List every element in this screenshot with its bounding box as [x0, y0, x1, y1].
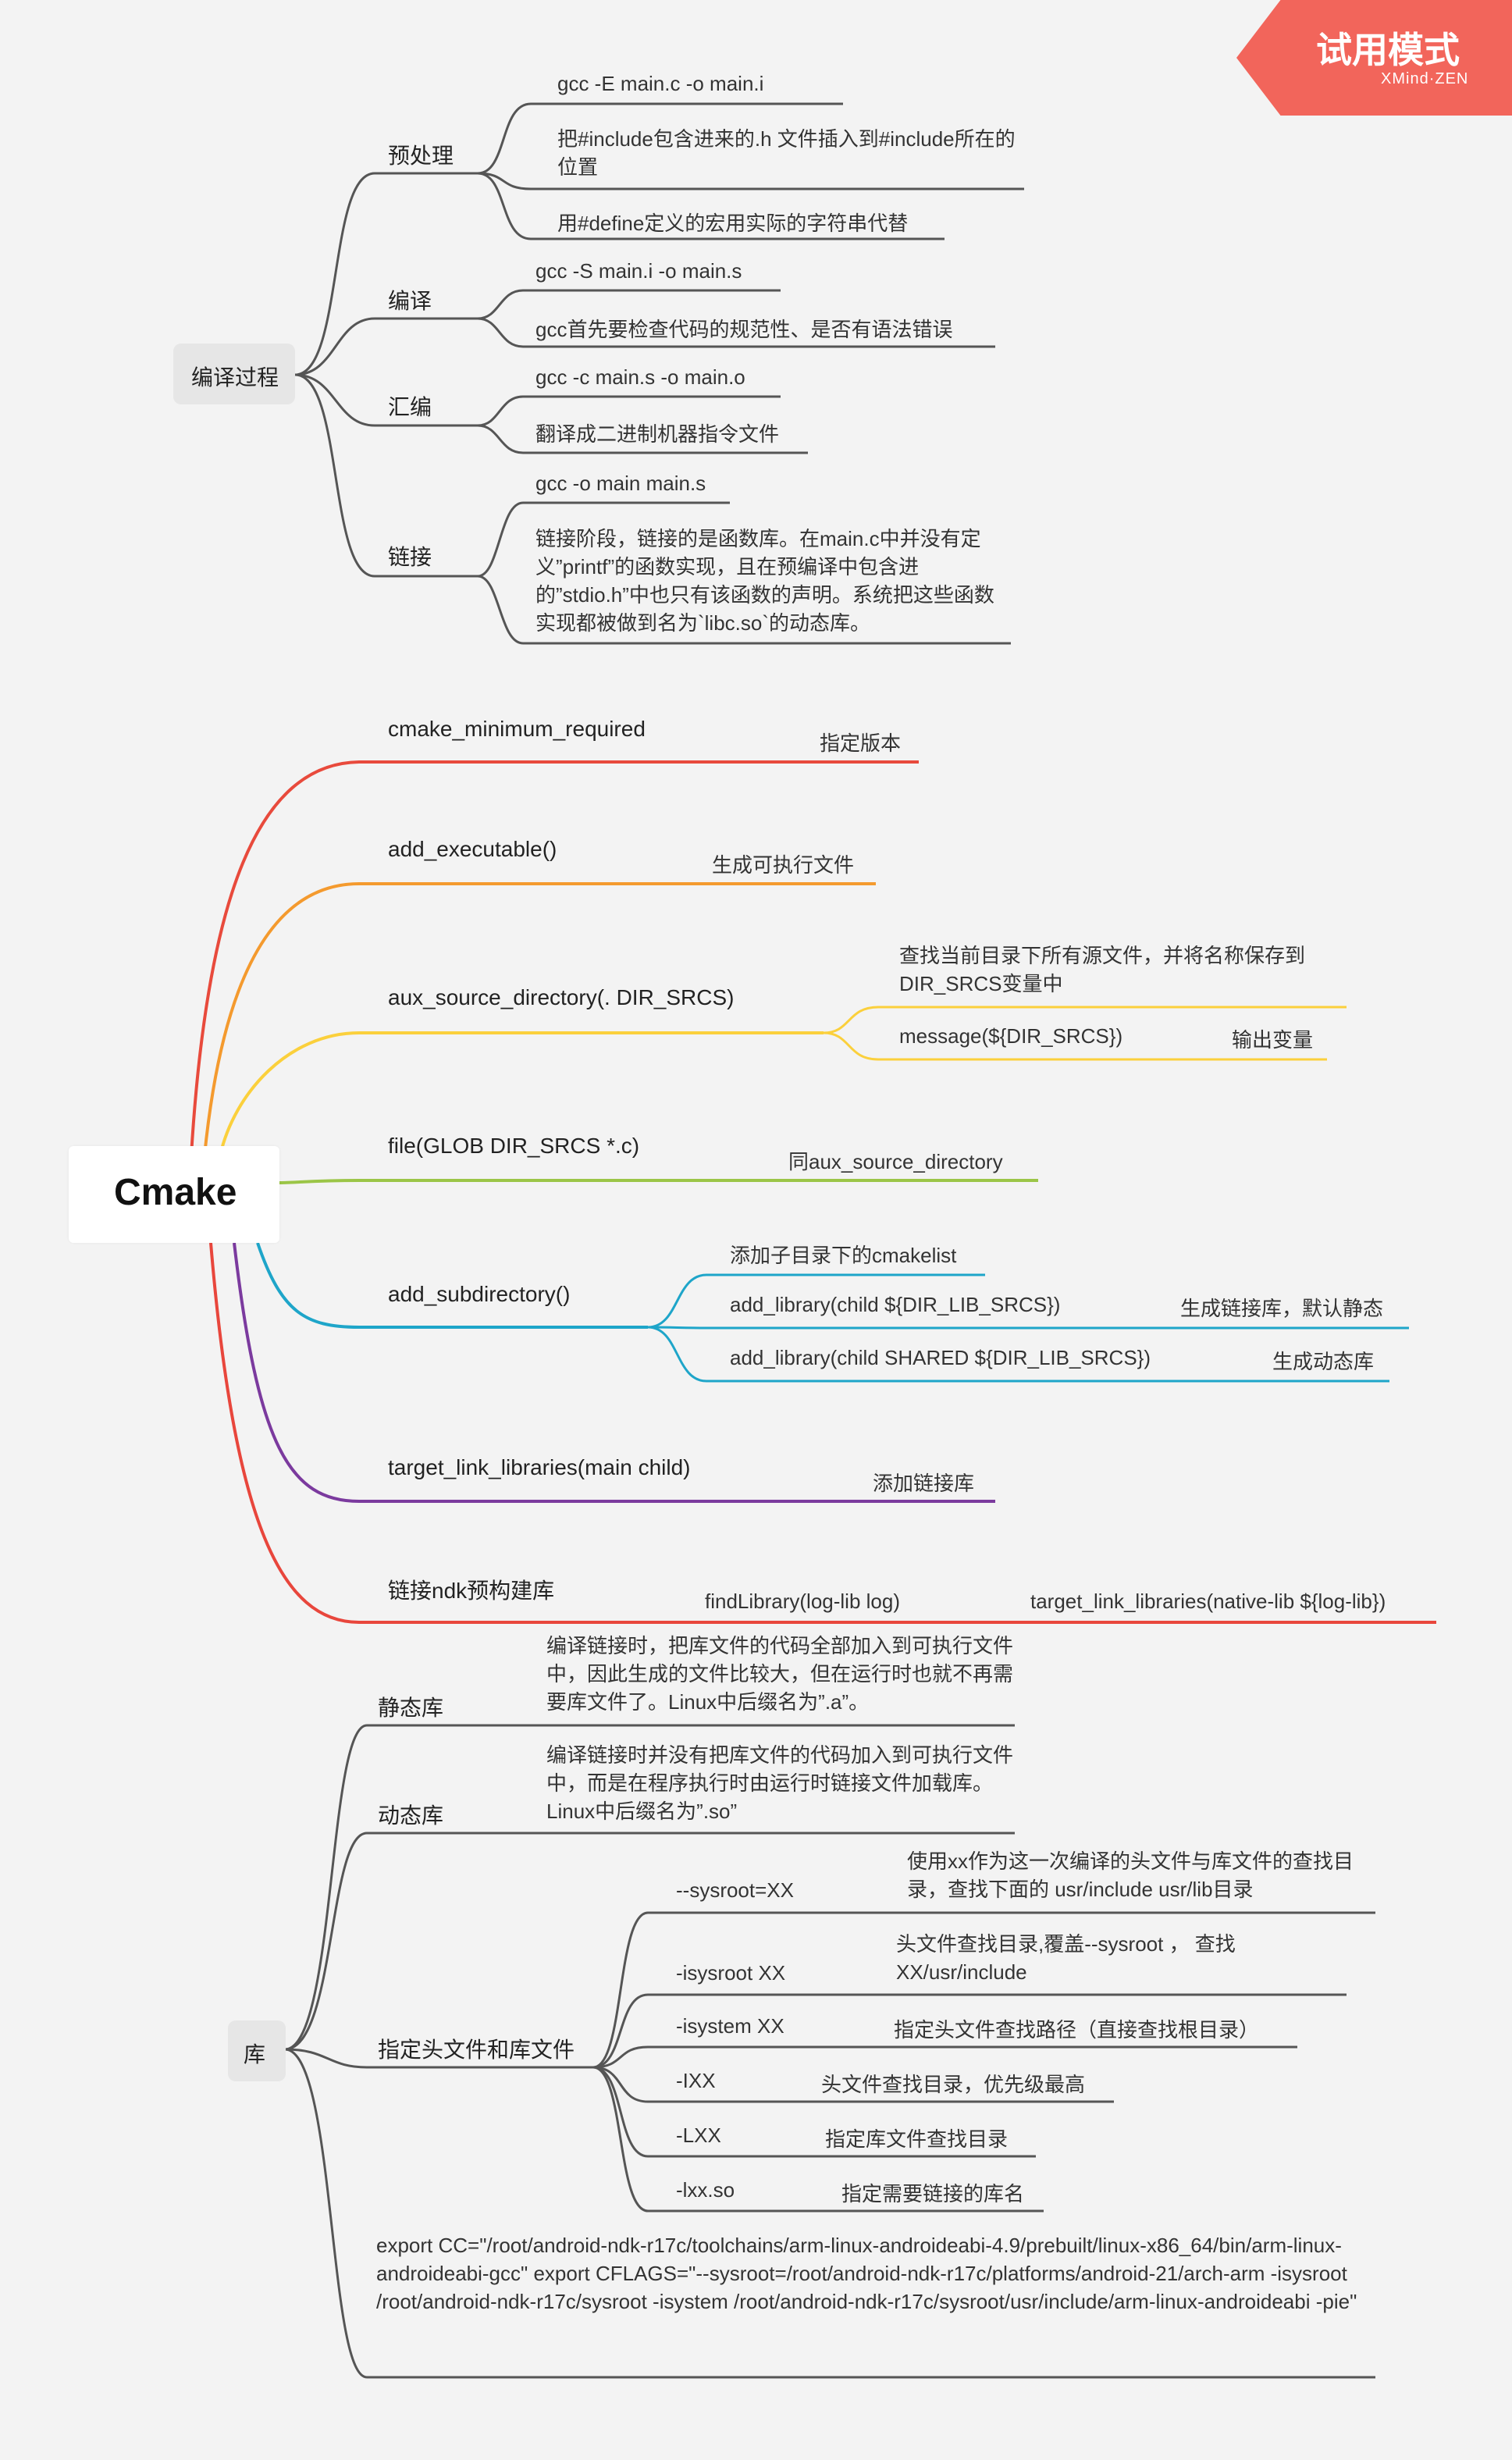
ndk-target-link-note[interactable]: target_link_libraries(native-lib ${log-l…: [1030, 1590, 1386, 1613]
compile-connectors: [294, 102, 1024, 645]
isystem-desc[interactable]: 指定头文件查找路径（直接查找根目录）: [894, 2018, 1260, 2042]
cmake-root-node[interactable]: [69, 1146, 279, 1243]
lib-root-label: 库: [244, 2042, 266, 2067]
add-executable-note[interactable]: 生成可执行文件: [712, 853, 855, 877]
trial-mode-subtitle: XMind·ZEN: [1381, 70, 1469, 87]
include-dir-desc[interactable]: 头文件查找目录，优先级最高: [821, 2073, 1086, 2096]
cmake-minimum-required-note[interactable]: 指定版本: [820, 732, 902, 755]
add-subdirectory-item-1[interactable]: 添加子目录下的cmakelist: [730, 1244, 957, 1267]
file-glob-note[interactable]: 同aux_source_directory: [788, 1150, 1003, 1173]
compile-node[interactable]: 编译: [388, 289, 432, 313]
preprocess-item-1[interactable]: gcc -E main.c -o main.i: [557, 72, 764, 95]
target-link-libraries-note[interactable]: 添加链接库: [873, 1472, 975, 1495]
lib-root-node[interactable]: [228, 2020, 286, 2081]
aux-source-directory-item-2-note[interactable]: 输出变量: [1232, 1028, 1314, 1052]
ndk-prebuilt-library-node[interactable]: 链接ndk预构建库: [388, 1579, 555, 1603]
include-dir-option[interactable]: -IXX: [676, 2069, 716, 2092]
assemble-item-2[interactable]: 翻译成二进制机器指令文件: [535, 422, 780, 446]
isysroot-desc[interactable]: 头文件查找目录,覆盖--sysroot ， 查找 XX/usr/include: [896, 1932, 1236, 1984]
target-link-libraries-node[interactable]: target_link_libraries(main child): [388, 1455, 691, 1479]
preprocess-item-3[interactable]: 用#define定义的宏用实际的字符串代替: [557, 212, 909, 235]
isysroot-option[interactable]: -isysroot XX: [676, 1961, 786, 1985]
cmake-root-label: Cmake: [114, 1172, 237, 1213]
compile-item-2[interactable]: gcc首先要检查代码的规范性、是否有语法错误: [535, 318, 953, 341]
aux-source-directory-item-1[interactable]: 查找当前目录下所有源文件，并将名称保存到DIR_SRCS变量中: [899, 944, 1306, 995]
static-library-node[interactable]: 静态库: [378, 1696, 444, 1720]
compile-root-label: 编译过程: [191, 365, 279, 390]
lib-dir-option[interactable]: -LXX: [676, 2124, 721, 2147]
lib-dir-desc[interactable]: 指定库文件查找目录: [825, 2127, 1009, 2151]
cmake-connectors: [190, 760, 1436, 1624]
cmake-minimum-required-node[interactable]: cmake_minimum_required: [388, 717, 646, 741]
dynamic-library-node[interactable]: 动态库: [378, 1803, 444, 1828]
file-glob-node[interactable]: file(GLOB DIR_SRCS *.c): [388, 1134, 640, 1158]
assemble-node[interactable]: 汇编: [388, 395, 432, 419]
compile-item-1[interactable]: gcc -S main.i -o main.s: [535, 259, 742, 283]
lib-connectors: [284, 1724, 1375, 2379]
compile-root-node[interactable]: [173, 344, 295, 404]
add-subdirectory-item-2[interactable]: add_library(child ${DIR_LIB_SRCS}): [730, 1293, 1061, 1316]
static-library-desc[interactable]: 编译链接时，把库文件的代码全部加入到可执行文件中，因此生成的文件比较大，但在运行…: [546, 1634, 1014, 1714]
ndk-find-library-note[interactable]: findLibrary(log-lib log): [705, 1590, 900, 1613]
preprocess-item-2[interactable]: 把#include包含进来的.h 文件插入到#include所在的位置: [557, 127, 1016, 179]
add-subdirectory-node[interactable]: add_subdirectory(): [388, 1282, 571, 1306]
sysroot-desc[interactable]: 使用xx作为这一次编译的头文件与库文件的查找目录，查找下面的 usr/inclu…: [907, 1849, 1354, 1901]
aux-source-directory-node[interactable]: aux_source_directory(. DIR_SRCS): [388, 985, 735, 1009]
add-executable-node[interactable]: add_executable(): [388, 837, 557, 861]
add-subdirectory-item-3-note[interactable]: 生成动态库: [1272, 1350, 1375, 1373]
assemble-item-1[interactable]: gcc -c main.s -o main.o: [535, 365, 745, 389]
trial-mode-banner: [1236, 0, 1512, 116]
preprocess-node[interactable]: 预处理: [388, 144, 454, 168]
link-item-2[interactable]: 链接阶段，链接的是函数库。在main.c中并没有定义”printf”的函数实现，…: [535, 527, 994, 635]
header-lib-files-node[interactable]: 指定头文件和库文件: [378, 2038, 575, 2062]
trial-mode-title: 试用模式: [1316, 30, 1460, 70]
dynamic-library-desc[interactable]: 编译链接时并没有把库文件的代码加入到可执行文件中，而是在程序执行时由运行时链接文…: [546, 1743, 1014, 1823]
add-subdirectory-item-3[interactable]: add_library(child SHARED ${DIR_LIB_SRCS}…: [730, 1346, 1151, 1369]
link-lib-desc[interactable]: 指定需要链接的库名: [841, 2182, 1025, 2205]
link-lib-option[interactable]: -lxx.so: [676, 2178, 735, 2202]
link-node[interactable]: 链接: [388, 545, 432, 569]
add-subdirectory-item-2-note[interactable]: 生成链接库，默认静态: [1180, 1297, 1384, 1320]
isystem-option[interactable]: -isystem XX: [676, 2014, 784, 2038]
aux-source-directory-item-2[interactable]: message(${DIR_SRCS}): [899, 1024, 1123, 1048]
sysroot-option[interactable]: --sysroot=XX: [676, 1878, 794, 1902]
export-env-text[interactable]: export CC="/root/android-ndk-r17c/toolch…: [376, 2234, 1357, 2313]
link-item-1[interactable]: gcc -o main main.s: [535, 472, 706, 495]
